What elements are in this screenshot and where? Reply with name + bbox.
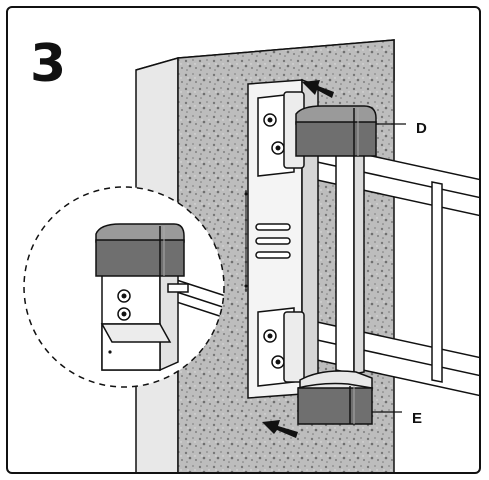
part-label-e: E: [412, 410, 423, 427]
step-number: 3: [30, 34, 67, 94]
cap-d: [295, 105, 406, 157]
part-label-d: D: [416, 120, 427, 137]
mounting-rails: [316, 143, 479, 397]
detail-inset: [23, 186, 225, 388]
push-arrow-icon: [262, 420, 298, 438]
wall-bracket: [244, 78, 319, 399]
instruction-panel: 3 D E: [6, 6, 481, 474]
assembly-illustration: [23, 39, 479, 472]
push-arrow-icon: [302, 80, 334, 98]
cap-e: [297, 370, 402, 425]
